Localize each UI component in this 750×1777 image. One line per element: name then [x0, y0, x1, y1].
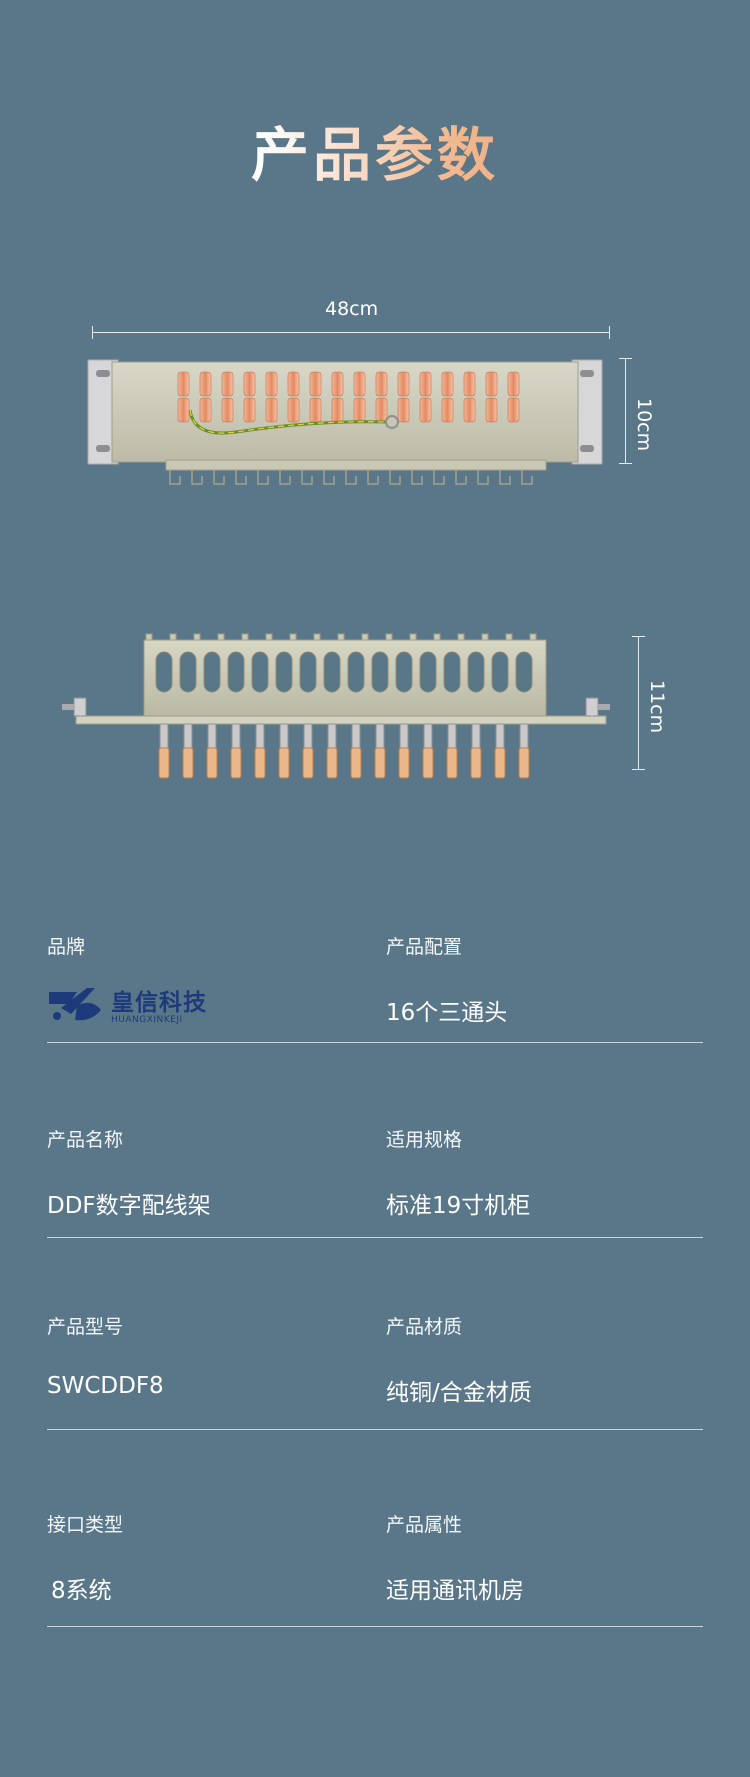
spec-brand: 品牌 皇信科技 HUANGXINKEJI: [47, 932, 367, 1025]
brand-name-en: HUANGXINKEJI: [111, 1015, 183, 1025]
spec-label: 品牌: [47, 936, 86, 958]
spec-value: DDF数字配线架: [47, 1193, 211, 1219]
brand-name-cn: 皇信科技: [111, 990, 207, 1016]
brand-mark-icon: [49, 988, 101, 1021]
spec-divider: [47, 1042, 703, 1043]
ddf-panel-top-image: [87, 359, 603, 485]
spec-label: 产品型号: [47, 1316, 124, 1338]
spec-model: 产品型号 SWCDDF8: [47, 1312, 367, 1399]
spec-value: 16个三通头: [386, 1000, 508, 1026]
spec-value: 适用通讯机房: [386, 1578, 524, 1604]
width-dimension-label: 48cm: [325, 298, 379, 320]
spec-divider: [47, 1237, 703, 1238]
height-tick-top-b: [619, 463, 632, 464]
spec-config: 产品配置 16个三通头: [386, 932, 706, 1027]
spec-label: 产品属性: [386, 1514, 463, 1536]
spec-product-name: 产品名称 DDF数字配线架: [47, 1125, 367, 1220]
height-dimension-label-top: 10cm: [633, 398, 655, 452]
spec-label: 产品配置: [386, 936, 463, 958]
spec-divider: [47, 1429, 703, 1430]
height-dimension-label-bottom: 11cm: [646, 680, 668, 734]
spec-standard: 适用规格 标准19寸机柜: [386, 1125, 706, 1220]
height-tick-bottom-a: [632, 636, 645, 637]
spec-label: 接口类型: [47, 1514, 124, 1536]
spec-row-1: 品牌 皇信科技 HUANGXINKEJI 产品配置 16个三通头: [47, 932, 706, 1043]
spec-value: SWCDDF8: [47, 1373, 164, 1399]
spec-interface: 接口类型 8系统: [47, 1510, 367, 1605]
width-tick-left: [92, 326, 93, 339]
ddf-panel-side-image: [62, 633, 610, 779]
height-dimension-line-bottom: [638, 636, 639, 770]
spec-label: 产品材质: [386, 1316, 463, 1338]
spec-value: 8系统: [51, 1578, 112, 1604]
spec-row-3: 产品型号 SWCDDF8 产品材质 纯铜/合金材质: [47, 1312, 706, 1430]
spec-attribute: 产品属性 适用通讯机房: [386, 1510, 706, 1605]
spec-divider: [47, 1626, 703, 1627]
spec-value: 纯铜/合金材质: [386, 1380, 532, 1406]
height-tick-top-a: [619, 358, 632, 359]
width-dimension-line: [92, 332, 610, 333]
spec-row-4: 接口类型 8系统 产品属性 适用通讯机房: [47, 1510, 706, 1627]
height-dimension-line-top: [625, 358, 626, 464]
height-tick-bottom-b: [632, 769, 645, 770]
spec-material: 产品材质 纯铜/合金材质: [386, 1312, 706, 1407]
spec-label: 适用规格: [386, 1129, 463, 1151]
page-title: 产品参数: [0, 108, 750, 192]
spec-row-2: 产品名称 DDF数字配线架 适用规格 标准19寸机柜: [47, 1125, 706, 1238]
spec-label: 产品名称: [47, 1129, 124, 1151]
width-tick-right: [609, 326, 610, 339]
brand-logo: 皇信科技 HUANGXINKEJI: [47, 983, 367, 1025]
spec-value: 标准19寸机柜: [386, 1193, 531, 1219]
